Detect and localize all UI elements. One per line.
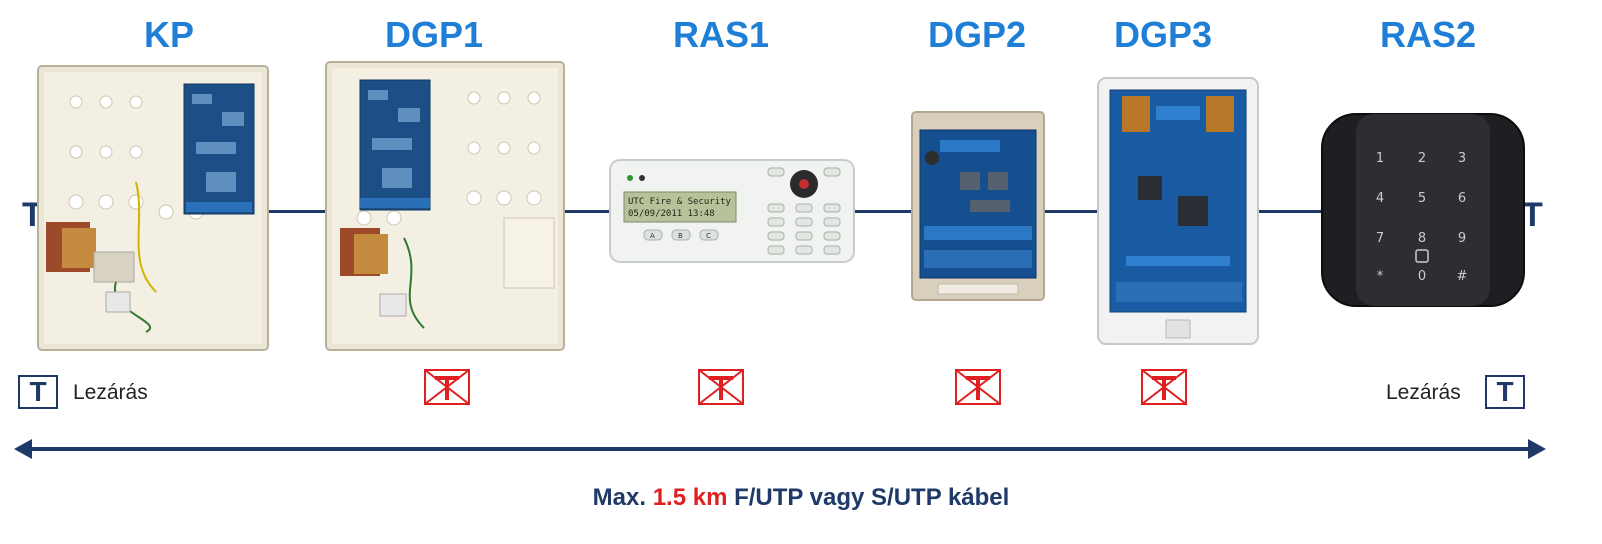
device-label-ras2: RAS2 <box>1380 14 1477 55</box>
termination-box-left: T <box>18 375 58 409</box>
control-panel-icon <box>325 61 565 351</box>
svg-text:05/09/2011 13:48: 05/09/2011 13:48 <box>628 209 715 219</box>
cable-caption: Max. 1.5 km F/UTP vagy S/UTP kábel <box>0 484 1602 512</box>
device-label-dgp2: DGP2 <box>928 14 1027 55</box>
termination-label-left: Lezárás <box>73 381 148 404</box>
keypad-lcd-icon: UTC Fire & Security 05/09/2011 13:48 A B… <box>609 159 855 263</box>
touch-keypad-icon: 1 2 3 4 5 6 7 8 9 * 0 # <box>1321 113 1525 307</box>
device-label-ras1: RAS1 <box>673 14 770 55</box>
svg-text:1: 1 <box>1376 151 1384 166</box>
device-label-dgp3: DGP3 <box>1114 14 1213 55</box>
caption-suffix: F/UTP vagy S/UTP kábel <box>734 484 1010 511</box>
caption-prefix: Max. <box>592 484 647 511</box>
no-termination-icon <box>698 369 744 405</box>
svg-text:2: 2 <box>1418 151 1426 166</box>
termination-box-right: T <box>1485 375 1525 409</box>
circuit-board-icon <box>911 111 1045 301</box>
distance-arrow <box>14 439 1546 459</box>
svg-text:7: 7 <box>1376 231 1384 246</box>
svg-text:A: A <box>650 232 655 240</box>
no-termination-icon <box>955 369 1001 405</box>
no-termination-icon <box>424 369 470 405</box>
svg-text:9: 9 <box>1458 231 1466 246</box>
circuit-board-icon <box>1097 77 1259 345</box>
svg-text:B: B <box>678 232 683 240</box>
svg-text:C: C <box>706 232 711 240</box>
device-label-kp: KP <box>144 14 195 55</box>
termination-label-right: Lezárás <box>1386 381 1461 404</box>
no-termination-icon <box>1141 369 1187 405</box>
svg-text:4: 4 <box>1376 191 1384 206</box>
caption-distance: 1.5 km <box>652 484 728 511</box>
svg-text:#: # <box>1457 269 1468 284</box>
svg-text:*: * <box>1377 269 1384 284</box>
svg-text:0: 0 <box>1418 269 1426 284</box>
svg-text:8: 8 <box>1418 231 1426 246</box>
control-panel-icon <box>37 65 269 351</box>
device-label-dgp1: DGP1 <box>385 14 484 55</box>
svg-text:5: 5 <box>1418 191 1426 206</box>
svg-text:3: 3 <box>1458 151 1466 166</box>
svg-text:UTC Fire & Security: UTC Fire & Security <box>628 197 732 207</box>
terminator-right: T <box>1522 196 1543 234</box>
svg-text:6: 6 <box>1458 191 1466 206</box>
